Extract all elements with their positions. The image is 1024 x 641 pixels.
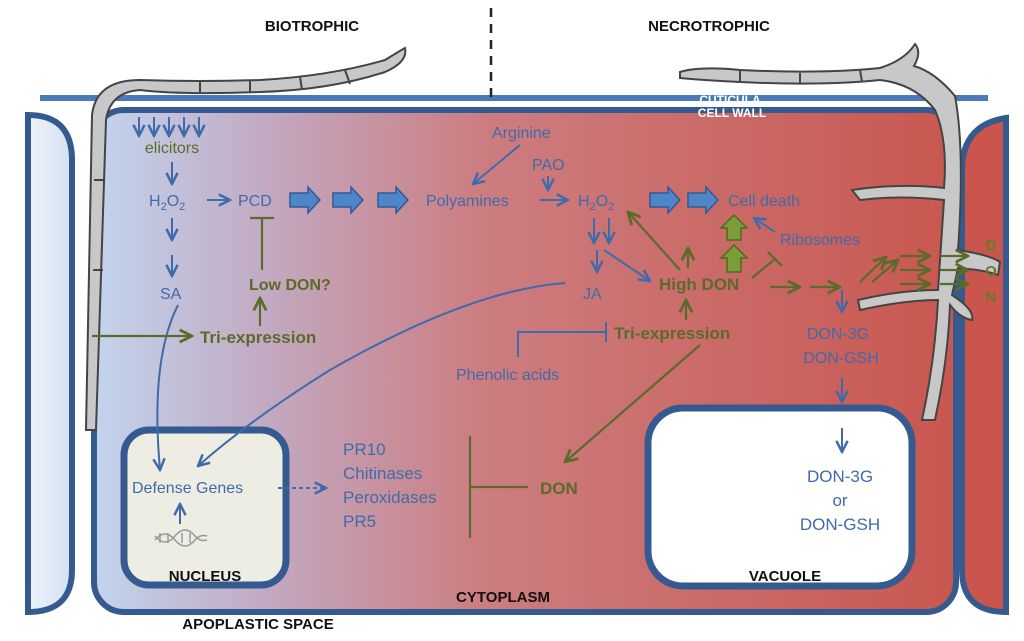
arrow-arginine-polyamines xyxy=(473,144,521,184)
don-letter: N xyxy=(986,289,997,306)
arrow-ja-defense-genes xyxy=(198,282,566,466)
label-ribosomes: Ribosomes xyxy=(780,232,860,249)
header-biotrophic: BIOTROPHIC xyxy=(265,18,359,35)
label-pcd: PCD xyxy=(238,193,272,210)
defense-item: Peroxidases xyxy=(343,488,437,507)
don-letter: O xyxy=(985,263,997,280)
label-high-don: High DON xyxy=(659,275,739,294)
arrow-ribosomes-celldeath xyxy=(754,218,776,233)
label-low-don: Low DON? xyxy=(249,277,331,294)
fungal-hypha-icon-right xyxy=(679,42,1002,421)
label-h2o2-right: H2O2 xyxy=(578,193,614,213)
arrow-triexp-don xyxy=(565,344,701,462)
fungal-hypha-icon xyxy=(84,46,407,431)
label-don-gsh-cytoplasm: DON-GSH xyxy=(803,350,879,367)
label-phenolic-acids: Phenolic acids xyxy=(456,367,559,384)
defense-protein-list: PR10 Chitinases Peroxidases PR5 xyxy=(343,440,437,531)
label-don-3g-cytoplasm: DON-3G xyxy=(807,326,869,343)
inhibit-phenolic-triexp xyxy=(517,322,607,357)
label-defense-genes: Defense Genes xyxy=(132,480,243,497)
arrow-highdon-h2o2 xyxy=(628,212,681,271)
left-neighbour-cell xyxy=(25,111,75,616)
don-vertical-label: D O N xyxy=(985,237,997,306)
label-don-gsh-vacuole: DON-GSH xyxy=(800,515,880,534)
inhibit-highdon-ribosomes-bar xyxy=(767,251,783,267)
dna-icon xyxy=(154,529,208,547)
defense-item: PR5 xyxy=(343,512,376,531)
label-elicitors: elicitors xyxy=(145,140,199,157)
label-pao: PAO xyxy=(532,157,565,174)
label-cell-death: Cell death xyxy=(728,193,800,210)
vacuole xyxy=(644,404,916,590)
label-sa: SA xyxy=(160,286,182,303)
label-nucleus: NUCLEUS xyxy=(169,568,242,585)
label-tri-expression-right: Tri-expression xyxy=(614,324,730,343)
arrow-out-don-a xyxy=(859,257,886,283)
arrow-out-don-b xyxy=(871,260,898,283)
label-don-center: DON xyxy=(540,479,578,498)
pcd-progression-arrows xyxy=(289,185,720,215)
label-don-3g-vacuole: DON-3G xyxy=(807,467,873,486)
label-polyamines: Polyamines xyxy=(426,193,509,210)
label-cell-wall: CELL WALL xyxy=(698,106,766,120)
label-vacuole: VACUOLE xyxy=(749,568,821,585)
header-necrotrophic: NECROTROPHIC xyxy=(648,18,770,35)
cuticula-line xyxy=(40,95,988,101)
elicitor-arrows xyxy=(139,117,199,136)
label-cuticula: CUTICULA xyxy=(699,93,761,107)
label-cytoplasm: CYTOPLASM xyxy=(456,589,550,606)
nucleus xyxy=(120,426,290,589)
label-apoplastic-space: APOPLASTIC SPACE xyxy=(182,616,333,633)
inhibit-highdon-ribosomes xyxy=(751,257,777,279)
right-neighbour-cell xyxy=(959,114,1009,616)
label-arginine: Arginine xyxy=(492,125,551,142)
defense-item: Chitinases xyxy=(343,464,422,483)
arrow-h2o2-highdon xyxy=(603,249,650,281)
label-tri-expression-left: Tri-expression xyxy=(200,328,316,347)
defense-item: PR10 xyxy=(343,440,386,459)
high-don-to-cell-death-arrows xyxy=(719,213,749,273)
inhibit-don-defense xyxy=(468,436,528,538)
label-ja: JA xyxy=(583,286,602,303)
arrow-sa-defense-genes xyxy=(157,304,179,470)
don-letter: D xyxy=(986,237,997,254)
inhibit-lowdon-pcd xyxy=(250,216,274,270)
label-or: or xyxy=(832,491,847,510)
label-h2o2-left: H2O2 xyxy=(149,193,185,213)
